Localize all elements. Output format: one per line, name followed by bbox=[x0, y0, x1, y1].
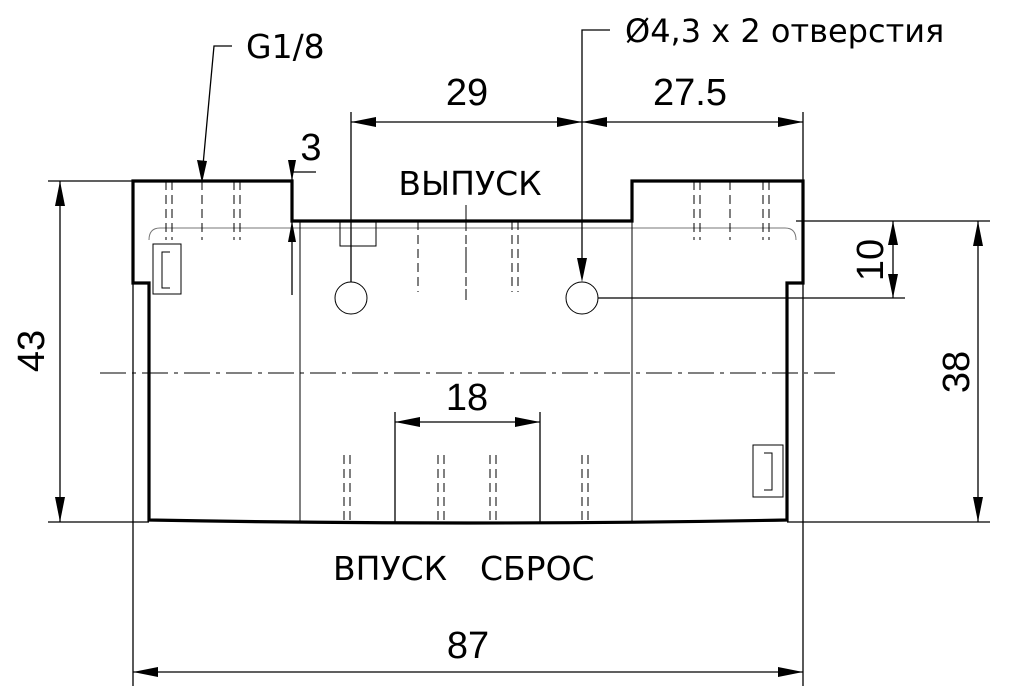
body-outline bbox=[131, 179, 805, 525]
dim-29-label: 29 bbox=[446, 72, 488, 114]
holes-note: Ø4,3 x 2 отверстия bbox=[625, 12, 944, 50]
dim-3 bbox=[288, 160, 296, 295]
inlet-port-label: ВПУСК bbox=[333, 549, 447, 588]
dim-38-label: 38 bbox=[936, 351, 978, 393]
inner-offset-line bbox=[148, 227, 797, 241]
leader-thread bbox=[197, 45, 232, 183]
dim-29 bbox=[351, 117, 582, 127]
exhaust-port-label: СБРОС bbox=[480, 549, 595, 588]
mounting-hole-left bbox=[334, 281, 368, 315]
dim-10 bbox=[888, 221, 898, 298]
pocket-left bbox=[152, 243, 182, 295]
mounting-hole-right bbox=[565, 281, 599, 315]
dim-3-label: 3 bbox=[300, 127, 321, 169]
dim-27-5 bbox=[582, 117, 803, 127]
dim-10-label: 10 bbox=[850, 239, 892, 281]
pocket-right-inner bbox=[764, 452, 773, 491]
hidden-lines bbox=[165, 181, 770, 522]
dim-18 bbox=[395, 417, 540, 427]
dim-18-label: 18 bbox=[446, 377, 488, 419]
dim-43 bbox=[55, 181, 65, 522]
dim-38 bbox=[973, 221, 983, 522]
dim-27-5-label: 27.5 bbox=[653, 72, 727, 114]
dim-87-label: 87 bbox=[447, 625, 489, 667]
outlet-port-label: ВЫПУСК bbox=[398, 164, 541, 203]
top-slot bbox=[339, 220, 377, 247]
dim-43-label: 43 bbox=[11, 330, 53, 372]
dim-87 bbox=[133, 667, 803, 677]
pocket-left-inner bbox=[161, 251, 170, 289]
thread-label: G1/8 bbox=[246, 27, 325, 66]
leader-holes bbox=[577, 29, 610, 282]
extension-lines bbox=[48, 112, 990, 686]
pocket-right bbox=[752, 444, 784, 498]
